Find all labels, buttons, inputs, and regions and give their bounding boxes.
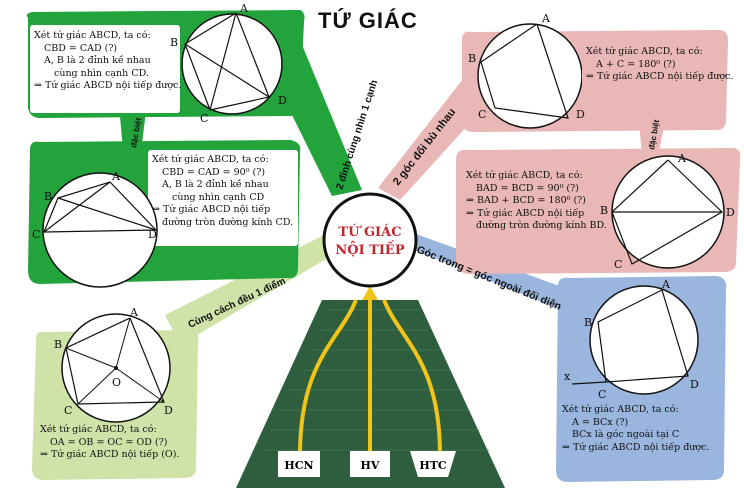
ribbon-pink-top: 2 góc đối bù nhau xyxy=(391,106,458,188)
p1-label-C: C xyxy=(478,108,486,121)
p1-line: Xét tứ giác ABCD, ta có: xyxy=(586,46,703,57)
lg-line: ⇒ Tứ giác ABCD nội tiếp (O). xyxy=(40,449,180,460)
g1-line: cùng nhìn cạnh CD. xyxy=(54,67,149,79)
box-blue-text: Xét tứ giác ABCD, ta có: A = BCx (?) BCx… xyxy=(562,404,709,454)
bl-label-D: D xyxy=(690,378,699,391)
box-green1-diag2 xyxy=(209,12,237,111)
box-lightgreen-text: Xét tứ giác ABCD, ta có: OA = OB = OC = … xyxy=(40,424,179,462)
box-green1-text: Xét tứ giác ABCD, ta có: CBD = CAD (?) A… xyxy=(34,30,181,93)
htc-box xyxy=(410,451,456,477)
g2-line: đường tròn đường kính CD. xyxy=(162,216,294,228)
g2-label-A: A xyxy=(111,170,121,183)
g2-line: A, B là 2 đỉnh kề nhau xyxy=(162,179,269,190)
g2-label-D: D xyxy=(148,228,157,241)
g2-line: cùng nhìn cạnh CD xyxy=(172,191,265,203)
page-title: TỨ GIÁC xyxy=(318,8,418,33)
bl-line: BCx là góc ngoài tại C xyxy=(572,429,680,440)
lg-label-A: A xyxy=(129,306,139,319)
center-circle xyxy=(322,192,418,288)
box-pink1-text: Xét tứ giác ABCD, ta có: A + C = 180⁰ (?… xyxy=(586,46,733,84)
bl-label-x: x xyxy=(564,370,571,383)
lg-label-O: O xyxy=(112,376,121,389)
g1-label-A: A xyxy=(239,2,249,15)
hcn-label: HCN xyxy=(284,459,313,472)
g2-line: CBD = CAD = 90⁰ (?) xyxy=(162,166,266,178)
lg-line: OA = OB = OC = OD (?) xyxy=(50,436,168,448)
box-pink1-text-area xyxy=(582,40,722,100)
g2-label-C: C xyxy=(32,228,40,241)
ribbon-green-top: 2 đỉnh cùng nhìn 1 cạnh xyxy=(334,79,380,191)
box-green1-text-area xyxy=(30,25,180,113)
g1-label-B: B xyxy=(170,36,178,49)
lg-line: Xét tứ giác ABCD, ta có: xyxy=(40,424,157,435)
box-lightgreen-r2 xyxy=(65,347,117,369)
bl-line: Xét tứ giác ABCD, ta có: xyxy=(562,404,679,415)
hv-label: HV xyxy=(361,459,380,472)
box-green1-diag1 xyxy=(184,43,270,98)
htc-label: HTC xyxy=(419,459,447,472)
lg-label-D: D xyxy=(164,404,173,417)
hv-box xyxy=(350,451,390,477)
p2-label-C: C xyxy=(614,258,622,271)
box-lightgreen-center xyxy=(114,366,118,370)
p2-line: ⇒ BAD + BCD = 180⁰ (?) xyxy=(466,195,586,206)
p2-line: BAD = BCD = 90⁰ (?) xyxy=(476,182,579,194)
box-lightgreen-r4 xyxy=(115,367,165,403)
box-blue-ext xyxy=(571,381,607,385)
p1-line: A + C = 180⁰ (?) xyxy=(596,58,676,70)
bl-line: ⇒ Tứ giác ABCD nội tiếp được. xyxy=(562,441,710,453)
box-green2-diag1 xyxy=(43,181,111,233)
box-lightgreen-r3 xyxy=(77,367,117,405)
box-pink2-quad xyxy=(611,159,723,265)
lg-label-C: C xyxy=(64,404,72,417)
bl-label-A: A xyxy=(661,278,671,291)
yellow-arrows xyxy=(298,299,442,456)
p2-line: đường tròn đường kính BD. xyxy=(476,220,607,231)
hcn-box xyxy=(278,451,320,477)
g1-line: CBD = CAD (?) xyxy=(44,42,118,54)
box-blue-circle xyxy=(589,285,699,395)
p2-label-D: D xyxy=(726,206,735,219)
arrowhead-center xyxy=(362,286,378,300)
g1-line: Xét tứ giác ABCD, ta có: xyxy=(34,30,151,41)
p2-label-B: B xyxy=(600,204,608,217)
g2-line: ⇒ Tứ giác ABCD nội tiếp xyxy=(152,204,271,215)
p2-label-A: A xyxy=(677,152,687,165)
bl-label-C: C xyxy=(598,388,606,401)
g2-label-B: B xyxy=(44,190,52,203)
center-line2: NỘI TIẾP xyxy=(335,240,404,258)
bl-label-B: B xyxy=(584,316,592,329)
lg-label-B: B xyxy=(54,338,62,351)
center-line1: TỨ GIÁC xyxy=(338,223,401,240)
g1-line: A, B là 2 đỉnh kề nhau xyxy=(44,55,151,66)
box-pink1-quad xyxy=(480,23,569,119)
p2-line: ⇒ Tứ giác ABCD nội tiếp xyxy=(466,207,585,219)
box-lightgreen-r1 xyxy=(115,317,131,369)
g2-line: Xét tứ giác ABCD, ta có: xyxy=(152,154,269,165)
box-green2-diag2 xyxy=(57,197,157,231)
g1-label-C: C xyxy=(200,112,208,125)
p2-line: Xét tứ giác ABCD, ta có: xyxy=(466,170,583,181)
box-green2-text-area xyxy=(148,150,298,246)
p1-label-D: D xyxy=(576,108,585,121)
box-pink2-text: Xét tứ giác ABCD, ta có: BAD = BCD = 90⁰… xyxy=(466,170,607,233)
box-green2-text: Xét tứ giác ABCD, ta có: CBD = CAD = 90⁰… xyxy=(152,154,293,229)
p1-label-B: B xyxy=(468,52,476,65)
p1-label-A: A xyxy=(541,12,551,25)
g1-label-D: D xyxy=(278,94,287,107)
g1-line: ⇒ Tứ giác ABCD nội tiếp được. xyxy=(34,80,182,91)
p1-line: ⇒ Tứ giác ABCD nội tiếp được. xyxy=(586,71,734,82)
bl-line: A = BCx (?) xyxy=(572,416,629,428)
